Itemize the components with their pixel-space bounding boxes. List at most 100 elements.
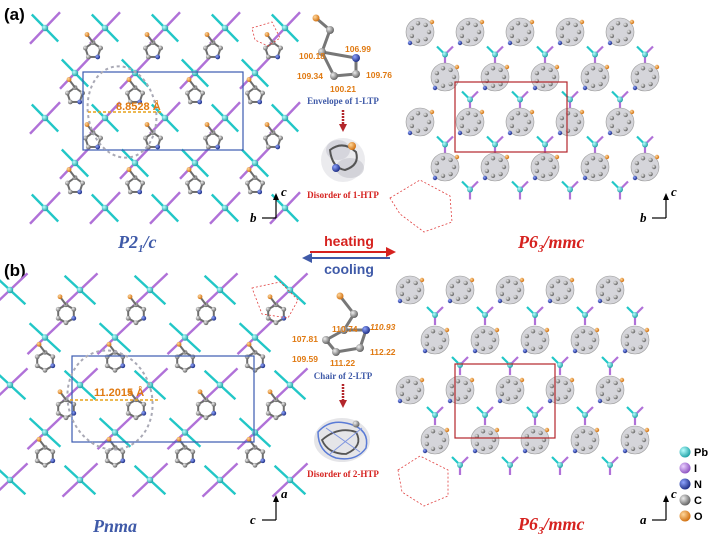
carbon-atom [588,344,593,350]
carbon-atom [588,330,593,336]
carbon-atom [480,429,486,434]
ring-atom [262,45,268,51]
pb-atom [221,24,229,32]
carbon-atom [424,441,430,447]
oxygen-atom [454,154,460,160]
ring-atom [200,180,206,186]
carbon-atom [590,83,596,88]
carbon-atom [573,126,578,132]
pb-atom [567,96,573,103]
highlight-ellipse-a [86,65,158,159]
pb-i-bond [96,431,116,450]
ring-atom [190,449,196,455]
ring-atom [80,180,86,186]
carbon-atom [598,67,603,73]
ring-atom [200,90,206,96]
ring-atom [140,90,146,96]
ring-atom [218,135,224,141]
pb-atom [41,114,49,122]
pb-atom [557,462,563,468]
carbon-atom [541,337,547,343]
ring-atom [64,90,70,96]
axis-label-b-left-horizontal: c [250,512,256,527]
nitrogen-atom [572,348,578,354]
ring-atom [273,320,279,326]
carbon-atom [555,379,561,384]
ring-atom [174,458,180,464]
carbon-atom [515,21,521,26]
carbon-atom [459,25,465,31]
ring-atom [34,458,40,464]
oxygen-atom [479,19,485,25]
oxygen-atom [594,427,600,433]
pb-i-bond [149,479,167,496]
pb-i-bond [44,431,62,448]
oxygen-atom [246,436,252,442]
carbon-atom [559,123,565,129]
pb-atom [251,69,259,77]
carbon-atom [465,111,471,116]
pb-i-bond [289,384,307,401]
carbon-atom [526,119,532,125]
pb-atom [41,24,49,32]
nitrogen-atom [497,298,503,304]
ring-atom [205,54,211,60]
carbon-atom [409,25,415,31]
heating-label: heating [324,233,374,249]
molecule-outline-a-right [389,179,453,233]
carbon-atom [405,396,411,401]
pb-i-bond [219,367,239,386]
ring-atom [82,135,88,141]
nitrogen-atom [547,298,553,304]
carbon-atom [605,379,611,384]
ring-atom [260,354,266,360]
carbon-atom [430,346,436,351]
carbon-atom [573,22,578,28]
ring-atom [265,401,271,407]
molecule-outline-b-right [397,455,449,507]
nitrogen-atom [447,298,453,304]
pb-atom [71,159,79,167]
ring-atom [125,306,131,312]
carbon-atom [459,123,465,129]
ring-atom [174,354,180,360]
oxygen-atom [654,154,660,160]
carbon-atom [599,391,605,397]
pb-atom [557,362,563,368]
pb-atom [642,51,648,58]
oxygen-atom [144,122,150,127]
pb-i-bond [289,367,309,386]
carbon-atom [538,344,543,350]
pb-i-bond [44,336,62,353]
ring-atom [257,189,263,195]
ring-atom [182,462,188,468]
pb-i-bond [254,146,271,164]
carbon-atom [523,126,528,132]
carbon-atom [599,291,605,297]
pb-atom [567,186,573,193]
pb-atom [542,51,548,58]
carbon-atom [634,168,640,174]
ring-atom [247,189,253,195]
oxygen-atom [246,341,252,347]
pb-atom [111,334,119,341]
ring-atom [125,401,131,407]
carbon-atom [399,391,405,397]
carbon-atom [405,379,411,384]
carbon-atom [634,70,640,76]
angle-b-5: 111.22 [330,358,355,368]
oxygen-atom [569,377,575,383]
carbon-atom [501,164,507,170]
ring-atom [195,410,201,416]
oxygen-atom [126,167,132,172]
nitrogen-atom [397,398,403,404]
pb-i-bond [149,289,167,306]
carbon-atom [405,296,411,301]
axis-label-b-left-vertical: a [281,486,288,501]
oxygen-atom [444,427,450,433]
carbon-atom [465,21,471,26]
pb-i-bond [224,11,241,29]
carbon-atom [605,279,611,284]
carbon-atom [638,430,643,436]
